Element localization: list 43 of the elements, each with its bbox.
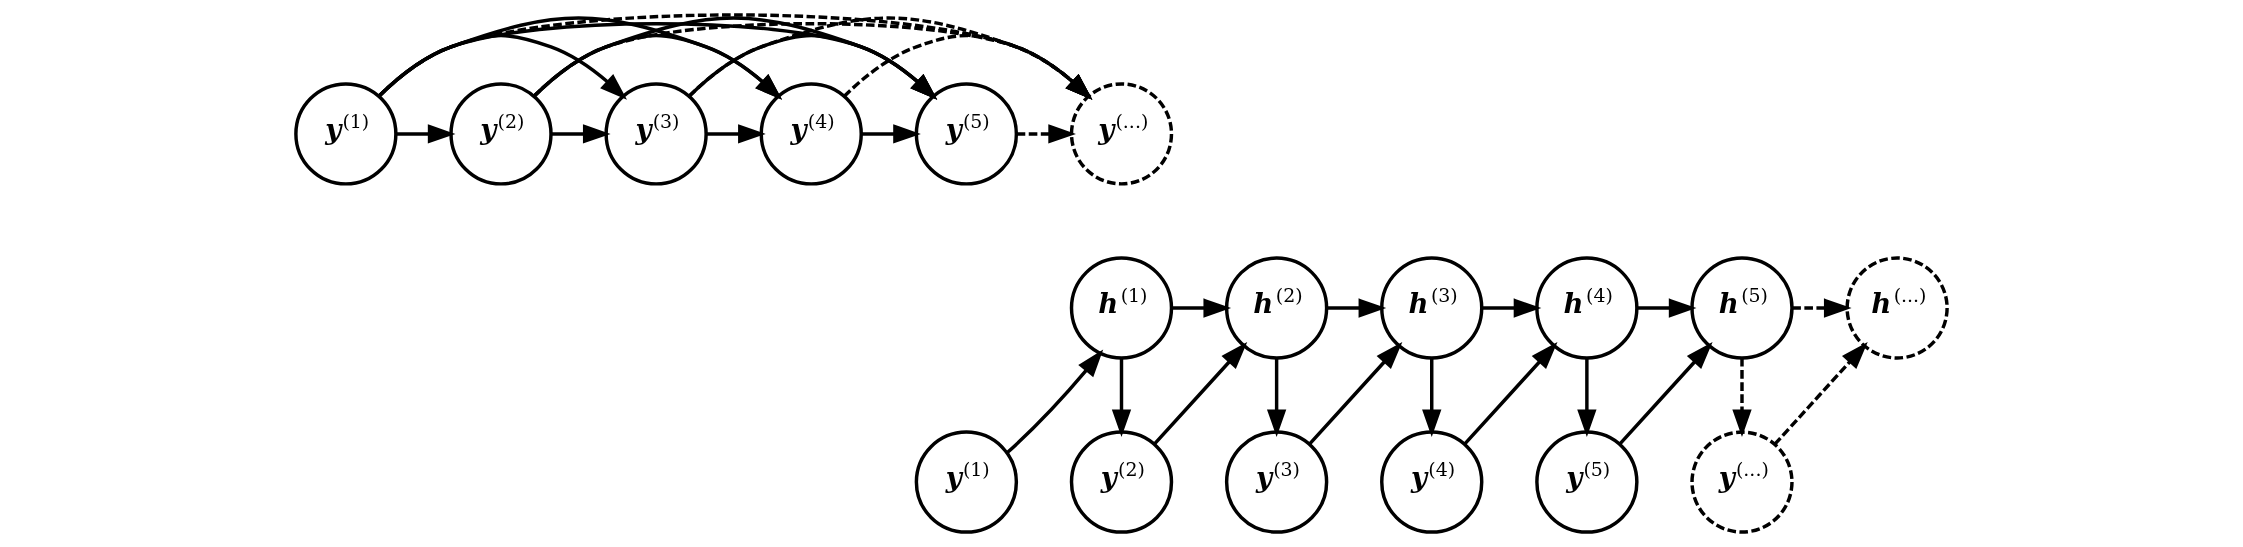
node-circle: y$^{(5)}$	[914, 82, 1019, 186]
arrow	[1732, 358, 1752, 438]
arrow	[1266, 358, 1287, 438]
arrow	[1171, 298, 1232, 318]
node-circle: y$^{(...)}$	[1069, 82, 1174, 186]
arrow	[1006, 349, 1104, 454]
node-circle: h$^{(1)}$	[1069, 256, 1174, 360]
arrow	[843, 33, 1093, 100]
arrow	[1111, 358, 1132, 438]
node-circle: y$^{(1)}$	[294, 82, 398, 186]
node-circle: y$^{(3)}$	[1224, 430, 1329, 534]
node-circle: y$^{(5)}$	[1535, 430, 1639, 534]
arrow	[1577, 358, 1597, 438]
node-circle: h$^{(5)}$	[1690, 256, 1794, 360]
node-circle: h$^{(3)}$	[1380, 256, 1484, 360]
arrow	[532, 22, 1093, 100]
node-circle: h$^{(...)}$	[1845, 256, 1949, 360]
arrow	[377, 13, 1093, 100]
arrow	[396, 124, 456, 144]
arrow	[1482, 298, 1542, 318]
arrow	[1326, 298, 1387, 318]
arrow	[551, 124, 611, 144]
arrow	[1618, 342, 1713, 446]
arrow	[1773, 342, 1868, 446]
arrow	[1637, 298, 1697, 318]
arrow	[1153, 342, 1248, 446]
node-circle: y$^{(...)}$	[1690, 430, 1794, 534]
node-circle: h$^{(2)}$	[1224, 256, 1329, 360]
node-circle: y$^{(3)}$	[604, 82, 708, 186]
arrow	[1422, 358, 1442, 438]
node-circle: y$^{(4)}$	[1380, 430, 1484, 534]
arrow	[861, 124, 921, 144]
arrow	[1308, 342, 1403, 446]
node-circle: y$^{(2)}$	[449, 82, 553, 186]
node-circle: y$^{(1)}$	[914, 430, 1019, 534]
arrow	[706, 124, 766, 144]
node-circle: y$^{(2)}$	[1069, 430, 1174, 534]
arrow	[1463, 342, 1558, 446]
node-circle: y$^{(4)}$	[759, 82, 863, 186]
arrow	[687, 16, 1093, 100]
node-circle: h$^{(4)}$	[1535, 256, 1639, 360]
arrow	[1792, 298, 1852, 318]
arrow	[1016, 124, 1076, 144]
